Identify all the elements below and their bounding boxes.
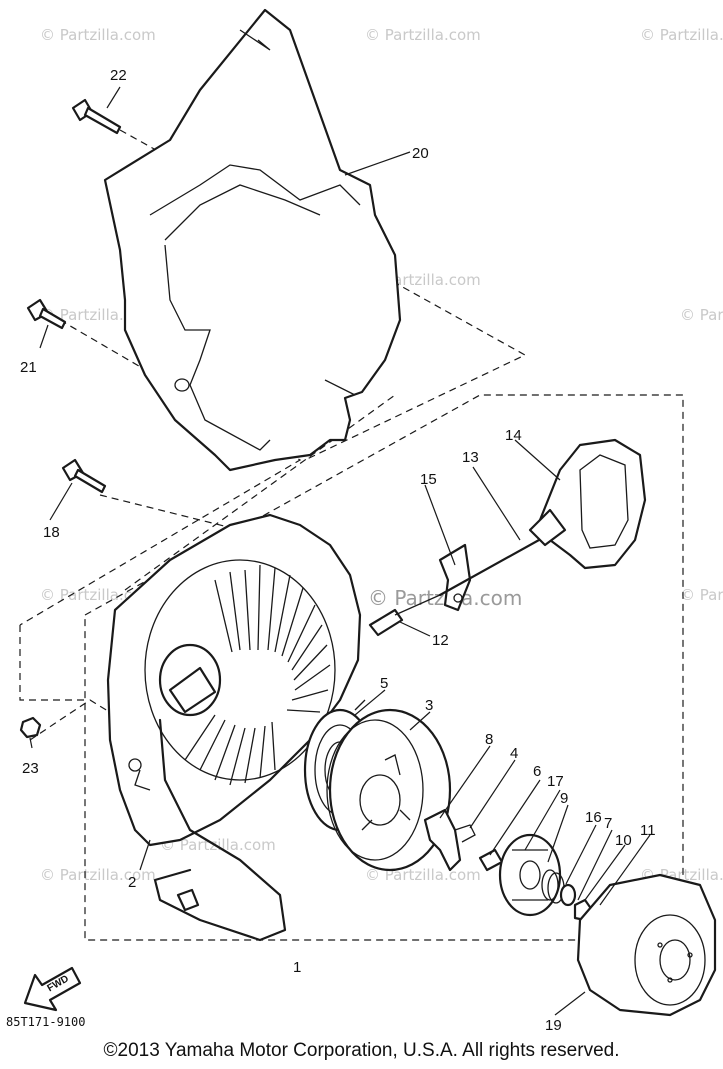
washer-16	[559, 883, 577, 907]
callout-12: 12	[432, 632, 449, 649]
assembly-outline-left	[19, 625, 85, 701]
starter-pulley	[576, 873, 717, 1017]
callout-labels: 22 20 21 18 14 13 15 12 5 3 8 4 6 17 9 1…	[20, 67, 656, 1034]
watermark: © Partzilla.com	[680, 306, 723, 324]
callout-7: 7	[604, 815, 612, 832]
rope-guide	[368, 594, 441, 637]
diagram-code: 85T171-9100	[6, 1015, 85, 1029]
bolt-21	[26, 298, 67, 330]
drive-plate	[498, 833, 562, 917]
callout-13: 13	[462, 449, 479, 466]
callout-22: 22	[110, 67, 127, 84]
callout-9: 9	[560, 790, 568, 807]
pawl-8	[423, 808, 462, 872]
pawl-spring	[454, 824, 476, 843]
nut-23	[19, 716, 42, 739]
callout-19: 19	[545, 1017, 562, 1034]
bracket-15	[438, 543, 472, 612]
callout-5: 5	[380, 675, 388, 692]
callout-16: 16	[585, 809, 602, 826]
watermark: © Partzilla.com	[40, 26, 156, 44]
bolt-22	[71, 98, 122, 135]
fwd-arrow: FWD	[23, 966, 82, 1012]
callout-2: 2	[128, 874, 136, 891]
rope-reel	[326, 708, 452, 872]
callout-15: 15	[420, 471, 437, 488]
callout-3: 3	[425, 697, 433, 714]
cable-end	[176, 888, 200, 912]
leader-lines	[29, 86, 651, 1016]
watermark: © Partzilla.com	[680, 586, 723, 604]
callout-17: 17	[547, 773, 564, 790]
watermark: © Partzilla.com	[365, 26, 481, 44]
starter-handle	[528, 438, 647, 570]
callout-23: 23	[22, 760, 39, 777]
callout-8: 8	[485, 731, 493, 748]
callout-18: 18	[43, 524, 60, 541]
callout-6: 6	[533, 763, 541, 780]
watermark: © Partzilla.com	[40, 866, 156, 884]
callout-11: 11	[640, 822, 656, 839]
callout-21: 21	[20, 359, 37, 376]
bolt-18	[61, 458, 107, 494]
callout-1: 1	[293, 959, 301, 976]
callout-20: 20	[412, 145, 429, 162]
callout-14: 14	[505, 427, 522, 444]
cover-shroud	[103, 8, 402, 472]
starter-rope	[438, 533, 550, 597]
callout-4: 4	[510, 745, 518, 762]
stop-cable	[153, 718, 287, 942]
callout-10: 10	[615, 832, 632, 849]
watermark: © Partzilla.com	[640, 26, 723, 44]
fwd-arrow-icon	[23, 966, 82, 1012]
watermark: © Partzilla.com	[160, 836, 276, 854]
copyright-notice: ©2013 Yamaha Motor Corporation, U.S.A. A…	[103, 1040, 620, 1061]
assembly-outline	[84, 394, 684, 941]
